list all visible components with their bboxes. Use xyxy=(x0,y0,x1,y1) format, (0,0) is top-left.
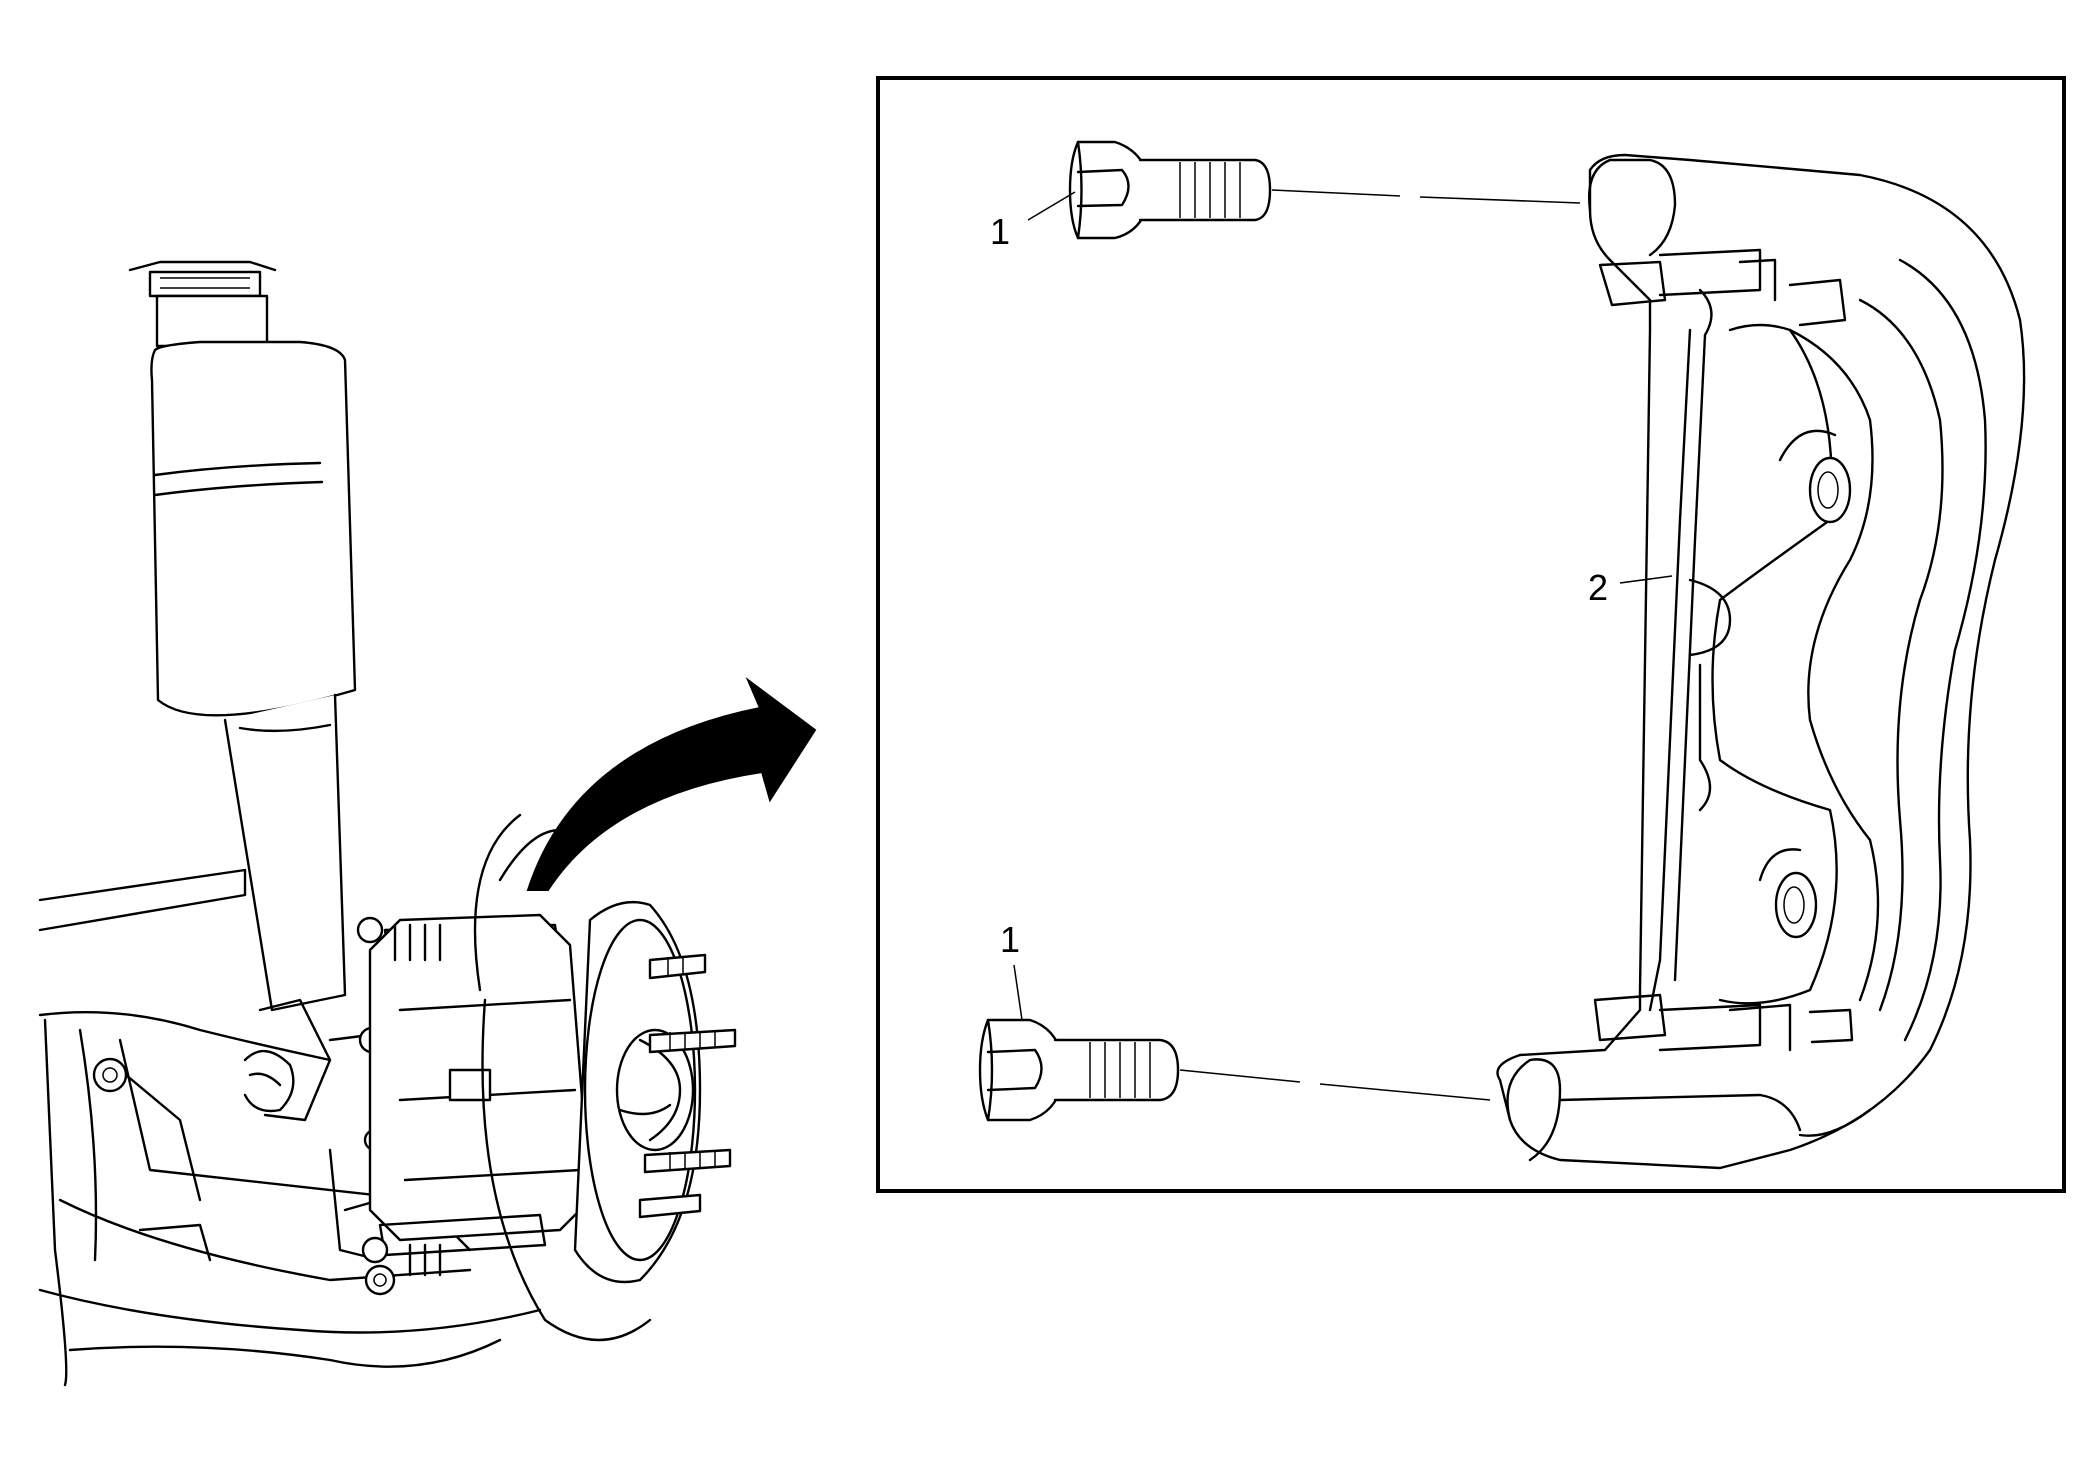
caliper-bracket xyxy=(1496,153,2026,1170)
leader-line-bracket xyxy=(1619,575,1673,584)
detail-arrow xyxy=(526,676,817,891)
callout-caliper-bracket: 2 xyxy=(1588,567,1608,608)
wheel-studs xyxy=(638,953,737,1219)
leader-line-upper-bolt xyxy=(1027,191,1076,221)
callout-lower-bolt: 1 xyxy=(1000,919,1020,960)
upper-bolt xyxy=(1068,140,1581,240)
lower-bolt xyxy=(978,1018,1491,1122)
suspension-overview xyxy=(38,260,737,1387)
callout-upper-bolt: 1 xyxy=(990,211,1010,252)
detail-view: 1 2 1 xyxy=(876,76,2066,1193)
leader-line-lower-bolt xyxy=(1013,964,1023,1021)
